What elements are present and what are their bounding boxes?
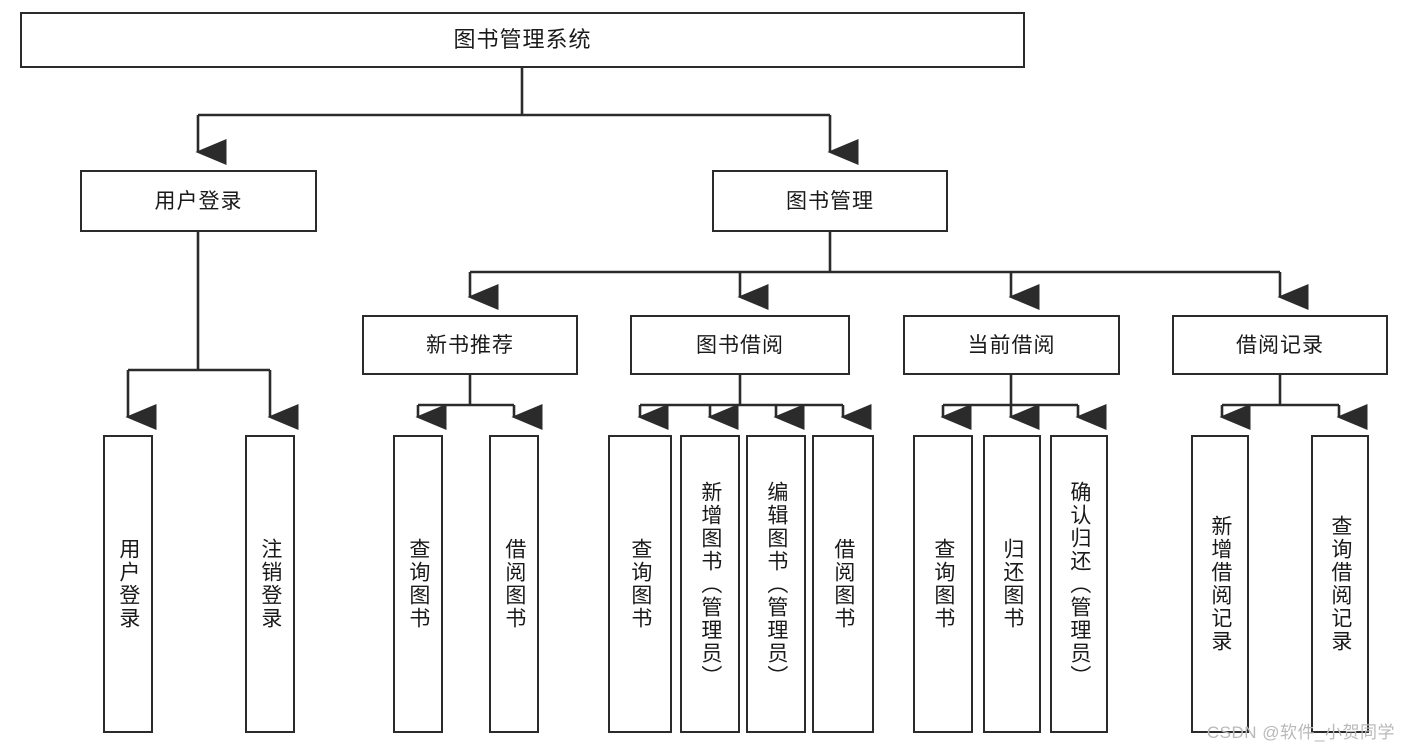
leaf-add-book-label: 新增图书（管理员） bbox=[698, 480, 722, 688]
leaf-borrow-book-recommend-label: 借阅图书 bbox=[502, 538, 526, 630]
leaf-user-login-label: 用户登录 bbox=[116, 538, 140, 630]
leaf-query-book-recommend-label: 查询图书 bbox=[406, 538, 430, 630]
leaf-user-login[interactable]: 用户登录 bbox=[103, 435, 153, 733]
node-book-borrow[interactable]: 图书借阅 bbox=[630, 315, 850, 375]
leaf-query-borrow-record[interactable]: 查询借阅记录 bbox=[1311, 435, 1369, 733]
leaf-borrow-book-label: 借阅图书 bbox=[831, 538, 855, 630]
leaf-query-book-current[interactable]: 查询图书 bbox=[913, 435, 973, 733]
leaf-logout-login[interactable]: 注销登录 bbox=[245, 435, 295, 733]
node-current-borrow[interactable]: 当前借阅 bbox=[903, 315, 1120, 375]
leaf-borrow-book[interactable]: 借阅图书 bbox=[812, 435, 874, 733]
leaf-confirm-return[interactable]: 确认归还（管理员） bbox=[1050, 435, 1108, 733]
node-root-system[interactable]: 图书管理系统 bbox=[20, 12, 1025, 68]
leaf-add-book[interactable]: 新增图书（管理员） bbox=[680, 435, 740, 733]
node-book-manage[interactable]: 图书管理 bbox=[712, 170, 948, 232]
node-new-book-recommend[interactable]: 新书推荐 bbox=[362, 315, 578, 375]
leaf-query-book-borrow-label: 查询图书 bbox=[628, 538, 652, 630]
leaf-confirm-return-label: 确认归还（管理员） bbox=[1067, 480, 1091, 688]
leaf-return-book-label: 归还图书 bbox=[1000, 538, 1024, 630]
leaf-query-borrow-record-label: 查询借阅记录 bbox=[1328, 515, 1352, 653]
leaf-edit-book-label: 编辑图书（管理员） bbox=[764, 480, 788, 688]
leaf-query-book-current-label: 查询图书 bbox=[931, 538, 955, 630]
leaf-query-book-recommend[interactable]: 查询图书 bbox=[393, 435, 443, 733]
leaf-add-borrow-record[interactable]: 新增借阅记录 bbox=[1191, 435, 1249, 733]
leaf-return-book[interactable]: 归还图书 bbox=[983, 435, 1041, 733]
csdn-watermark: CSDN @软件_小贺同学 bbox=[1206, 723, 1395, 742]
leaf-borrow-book-recommend[interactable]: 借阅图书 bbox=[489, 435, 539, 733]
node-user-login[interactable]: 用户登录 bbox=[80, 170, 317, 232]
node-borrow-record[interactable]: 借阅记录 bbox=[1172, 315, 1388, 375]
leaf-query-book-borrow[interactable]: 查询图书 bbox=[608, 435, 672, 733]
leaf-logout-login-label: 注销登录 bbox=[258, 538, 282, 630]
leaf-edit-book[interactable]: 编辑图书（管理员） bbox=[746, 435, 806, 733]
leaf-add-borrow-record-label: 新增借阅记录 bbox=[1208, 515, 1232, 653]
